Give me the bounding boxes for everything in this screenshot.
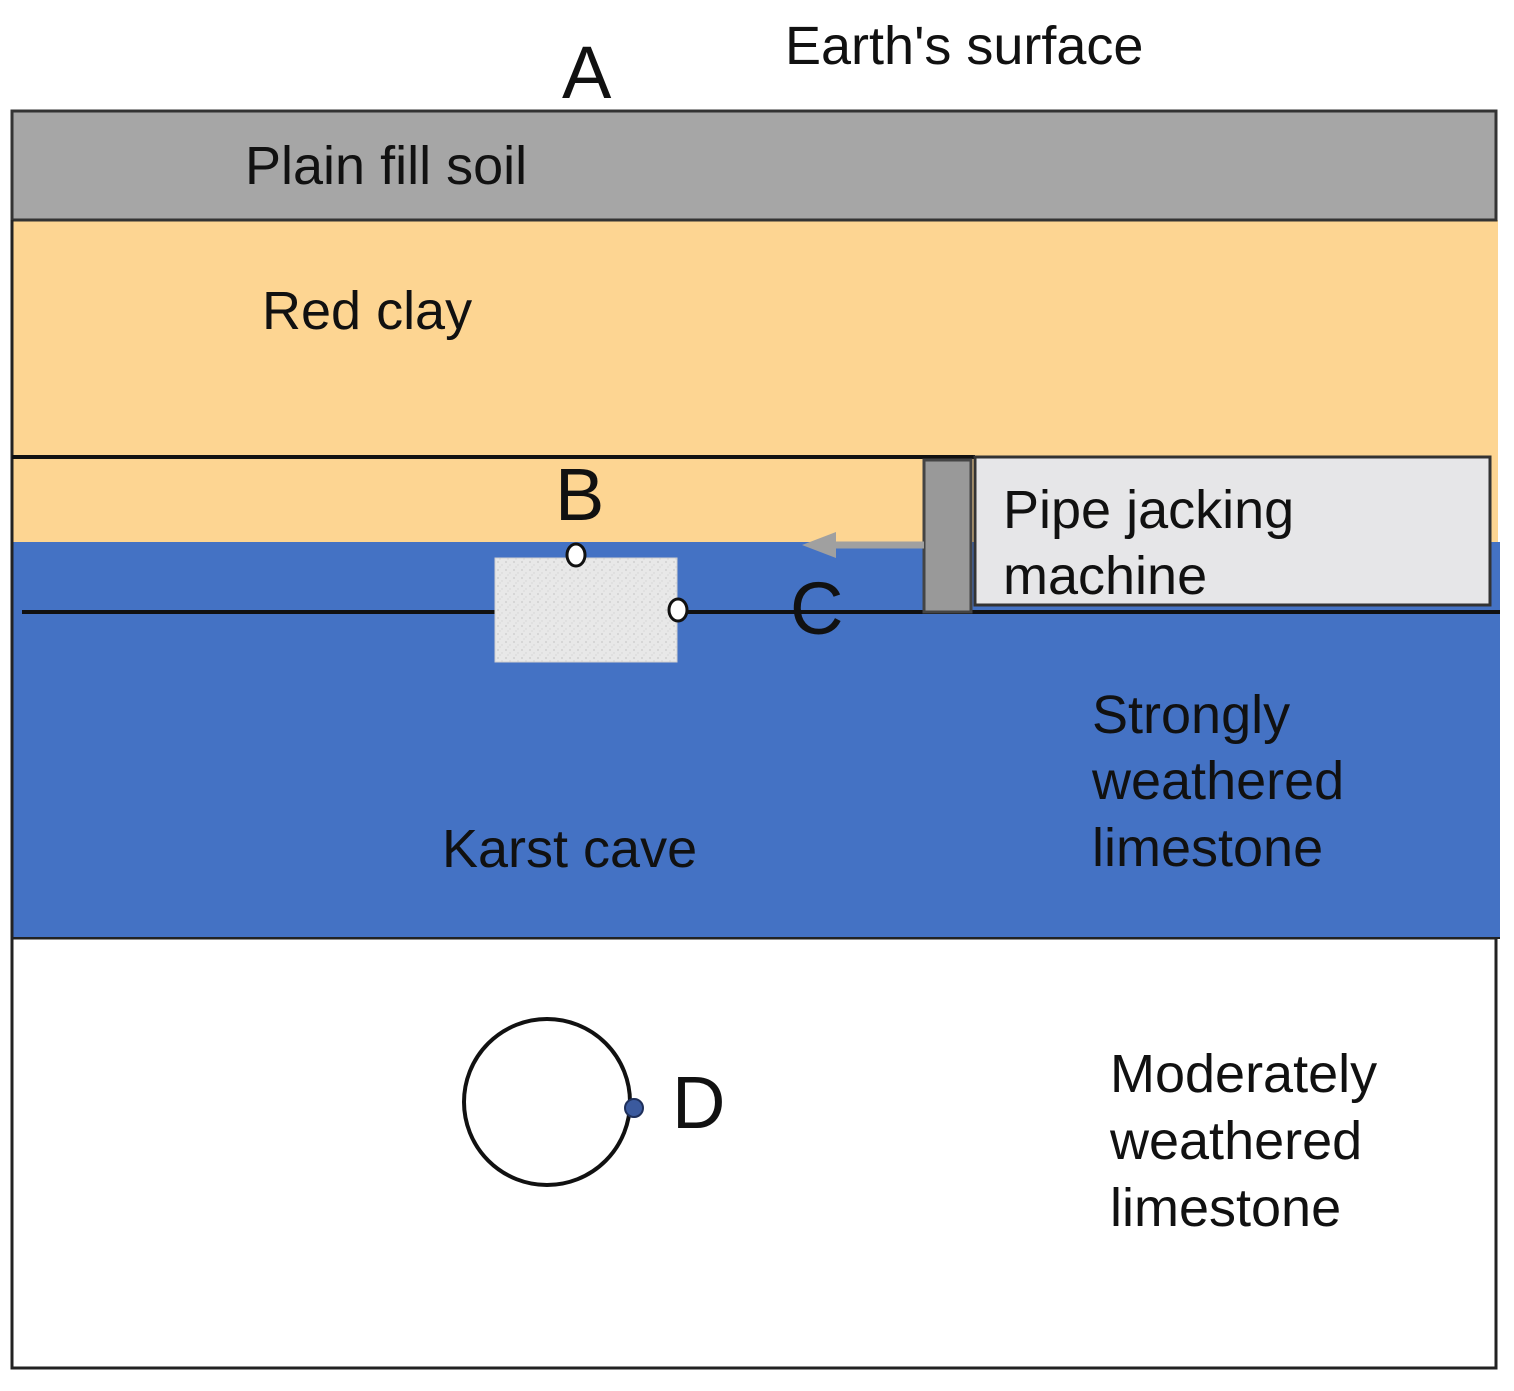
karst-cave xyxy=(494,557,678,663)
moderately-weathered-limestone-layer xyxy=(10,936,1498,1370)
pipe-jacking-machine xyxy=(973,455,1492,607)
strong-limestone-label-line1: Strongly xyxy=(1092,685,1290,745)
point-a-label: A xyxy=(562,31,612,114)
red-clay-label: Red clay xyxy=(262,281,472,341)
arrow-left-icon xyxy=(802,532,924,558)
point-b-marker xyxy=(565,542,587,568)
point-b-label: B xyxy=(555,453,604,536)
point-d-label: D xyxy=(672,1061,725,1144)
strong-limestone-label-line3: limestone xyxy=(1092,818,1323,878)
point-d-marker xyxy=(624,1098,644,1118)
strongly-weathered-limestone-layer xyxy=(12,542,1500,938)
strong-limestone-label-line2: weathered xyxy=(1091,751,1344,811)
machine-thrust-plate xyxy=(922,458,973,614)
machine-label-line1: Pipe jacking xyxy=(1003,480,1294,540)
moderate-limestone-label-line3: limestone xyxy=(1110,1178,1341,1238)
plain-fill-soil-label: Plain fill soil xyxy=(245,136,527,196)
moderate-limestone-label-line2: weathered xyxy=(1109,1111,1362,1171)
point-c-marker xyxy=(667,597,689,623)
earths-surface-label: Earth's surface xyxy=(785,16,1143,76)
machine-label-line2: machine xyxy=(1003,546,1207,606)
moderate-limestone-label-line1: Moderately xyxy=(1110,1044,1377,1104)
plain-fill-soil-layer xyxy=(10,109,1498,222)
karst-cave-label: Karst cave xyxy=(442,819,697,879)
point-c-label: C xyxy=(790,567,843,650)
